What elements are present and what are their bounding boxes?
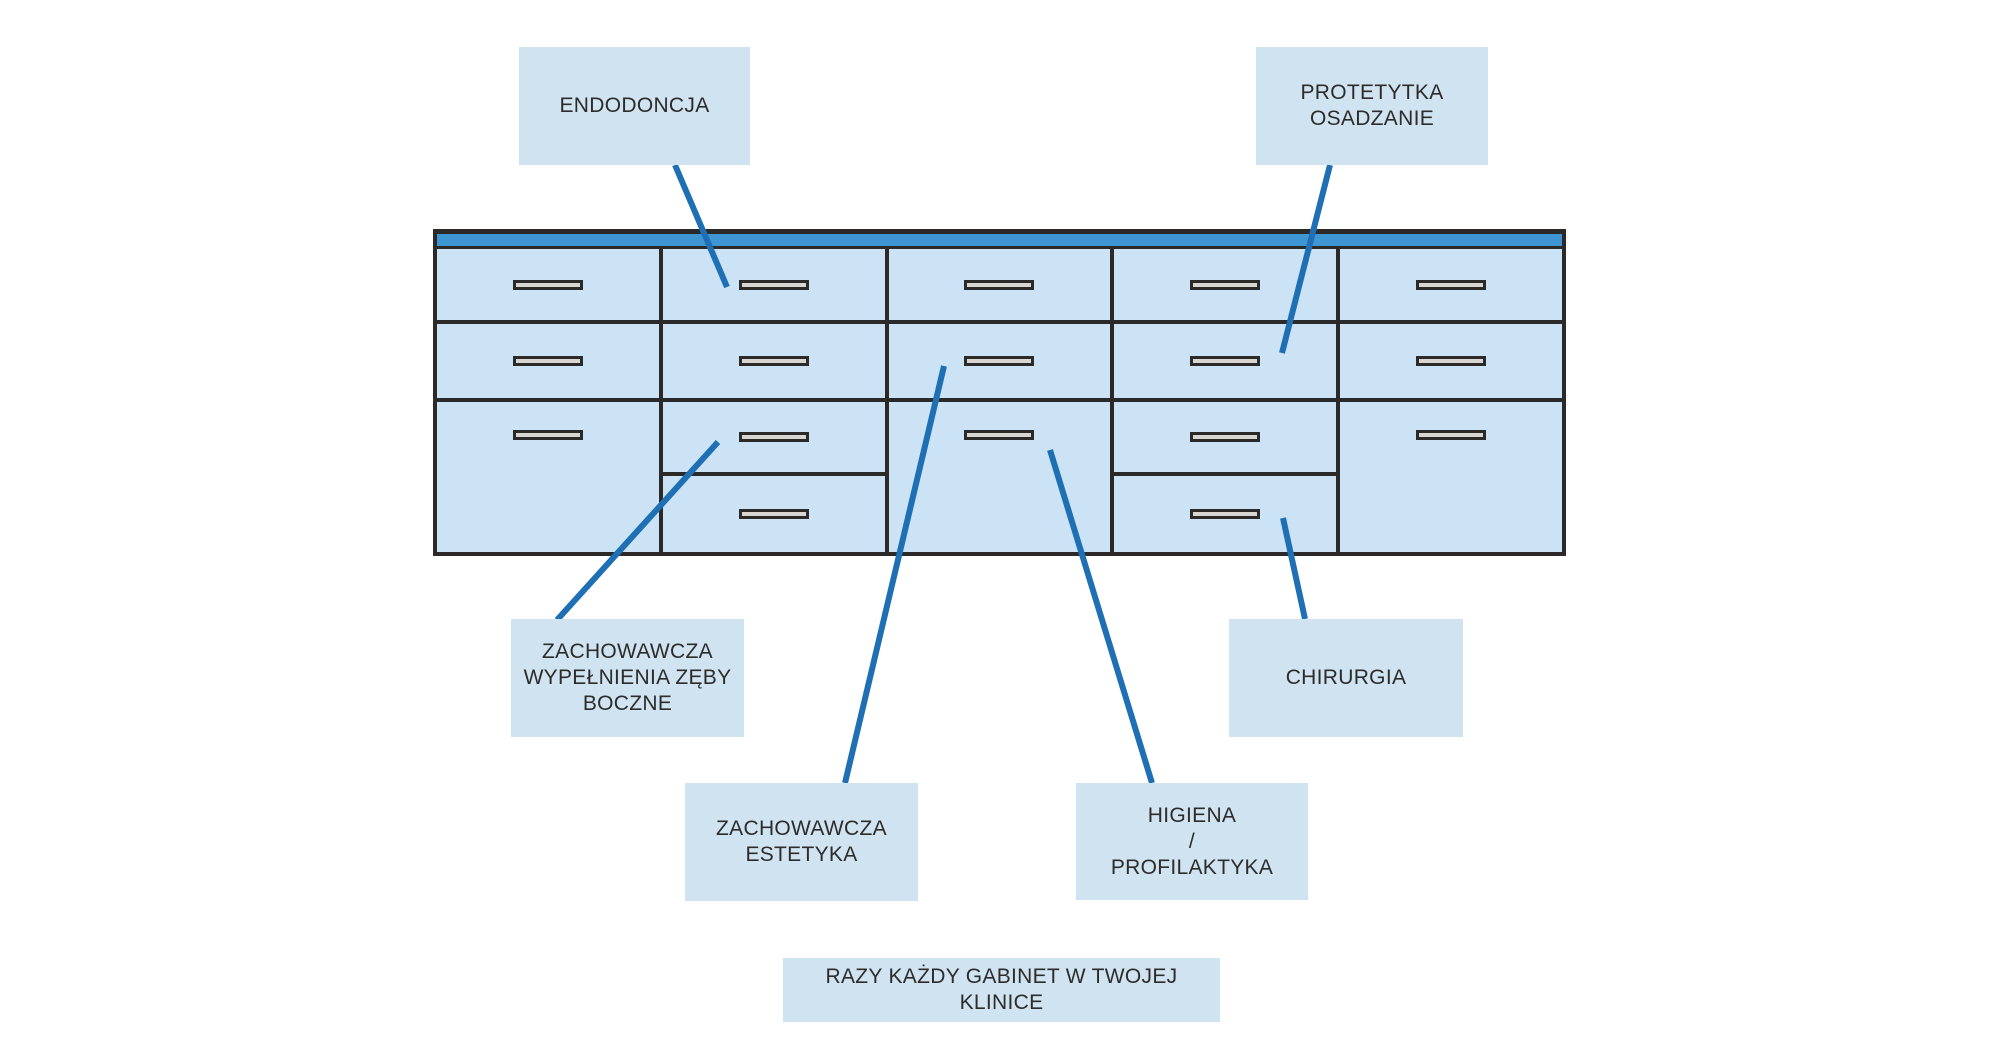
drawer-handle	[738, 356, 809, 366]
label-zachowawcza-wypelnienia: ZACHOWAWCZA WYPEŁNIENIA ZĘBY BOCZNE	[511, 619, 744, 737]
drawer-handle	[512, 430, 583, 440]
drawer-handle	[964, 356, 1035, 366]
cabinet-drawer	[437, 324, 659, 398]
label-endodoncja: ENDODONCJA	[519, 47, 750, 165]
cabinet-drawer	[662, 324, 885, 398]
drawer-handle	[738, 509, 809, 519]
cabinet-door	[888, 402, 1111, 552]
cabinet-drawer	[1340, 324, 1562, 398]
label-higiena-profilaktyka: HIGIENA / PROFILAKTYKA	[1076, 783, 1308, 900]
label-zachowawcza-estetyka: ZACHOWAWCZA ESTETYKA	[685, 783, 918, 901]
drawer-handle	[738, 432, 809, 442]
cabinet-drawer	[1114, 324, 1337, 398]
cabinet-drawer	[888, 249, 1111, 320]
drawer-handle	[738, 279, 809, 290]
cabinet-drawer	[662, 249, 885, 320]
cabinet-column-1	[437, 249, 659, 552]
drawer-handle	[1190, 432, 1261, 442]
drawer-handle	[964, 279, 1035, 290]
cabinet-door	[1340, 402, 1562, 552]
drawer-handle	[1190, 509, 1261, 519]
cabinet-drawer	[1114, 476, 1337, 552]
drawer-handle	[1416, 430, 1487, 440]
label-protetytka-osadzanie: PROTETYTKA OSADZANIE	[1256, 47, 1488, 165]
cabinet-column-4	[1114, 249, 1337, 552]
drawer-handle	[1416, 356, 1487, 366]
label-chirurgia: CHIRURGIA	[1229, 619, 1463, 737]
cabinet-column-5	[1340, 249, 1562, 552]
drawer-handle	[1190, 356, 1261, 366]
cabinet-drawer	[662, 402, 885, 472]
cabinet-column-2	[662, 249, 885, 552]
cabinet-door	[437, 402, 659, 552]
cabinet-drawer	[662, 476, 885, 552]
cabinet-drawer	[1114, 249, 1337, 320]
cabinet-columns	[437, 249, 1562, 552]
cabinet-drawer	[1114, 402, 1337, 472]
drawer-handle	[1416, 279, 1487, 290]
label-caption: RAZY KAŻDY GABINET W TWOJEJ KLINICE	[783, 958, 1220, 1022]
drawer-handle	[964, 430, 1035, 440]
drawer-handle	[1190, 279, 1261, 290]
drawer-handle	[512, 356, 583, 366]
cabinet-drawer	[888, 324, 1111, 398]
drawer-handle	[512, 279, 583, 290]
cabinet-drawer	[1340, 249, 1562, 320]
cabinet-column-3	[888, 249, 1111, 552]
countertop-strip	[437, 234, 1562, 246]
cabinet-drawer	[437, 249, 659, 320]
cabinet	[433, 229, 1566, 556]
